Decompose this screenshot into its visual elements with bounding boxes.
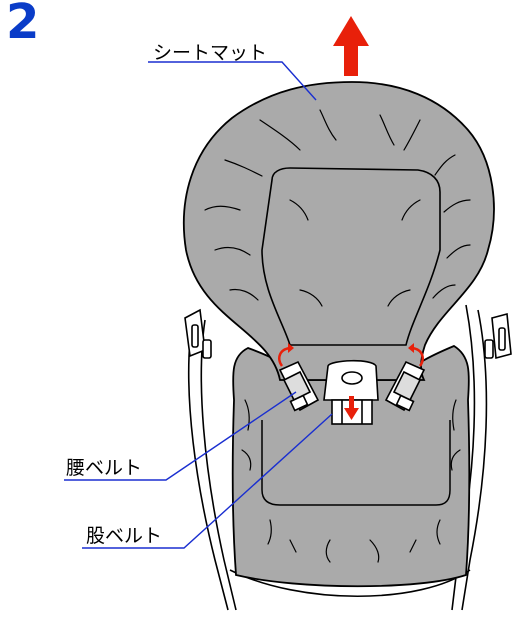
right-side-clip — [485, 314, 511, 358]
seat-mat-label: シートマット — [153, 38, 267, 65]
headrest-pad — [262, 168, 440, 345]
arrow-up-icon — [333, 16, 369, 76]
waist-belt-label: 腰ベルト — [66, 453, 142, 480]
left-side-clip — [185, 310, 211, 358]
crotch-belt-label: 股ベルト — [86, 521, 162, 548]
step-number: 2 — [6, 0, 39, 46]
